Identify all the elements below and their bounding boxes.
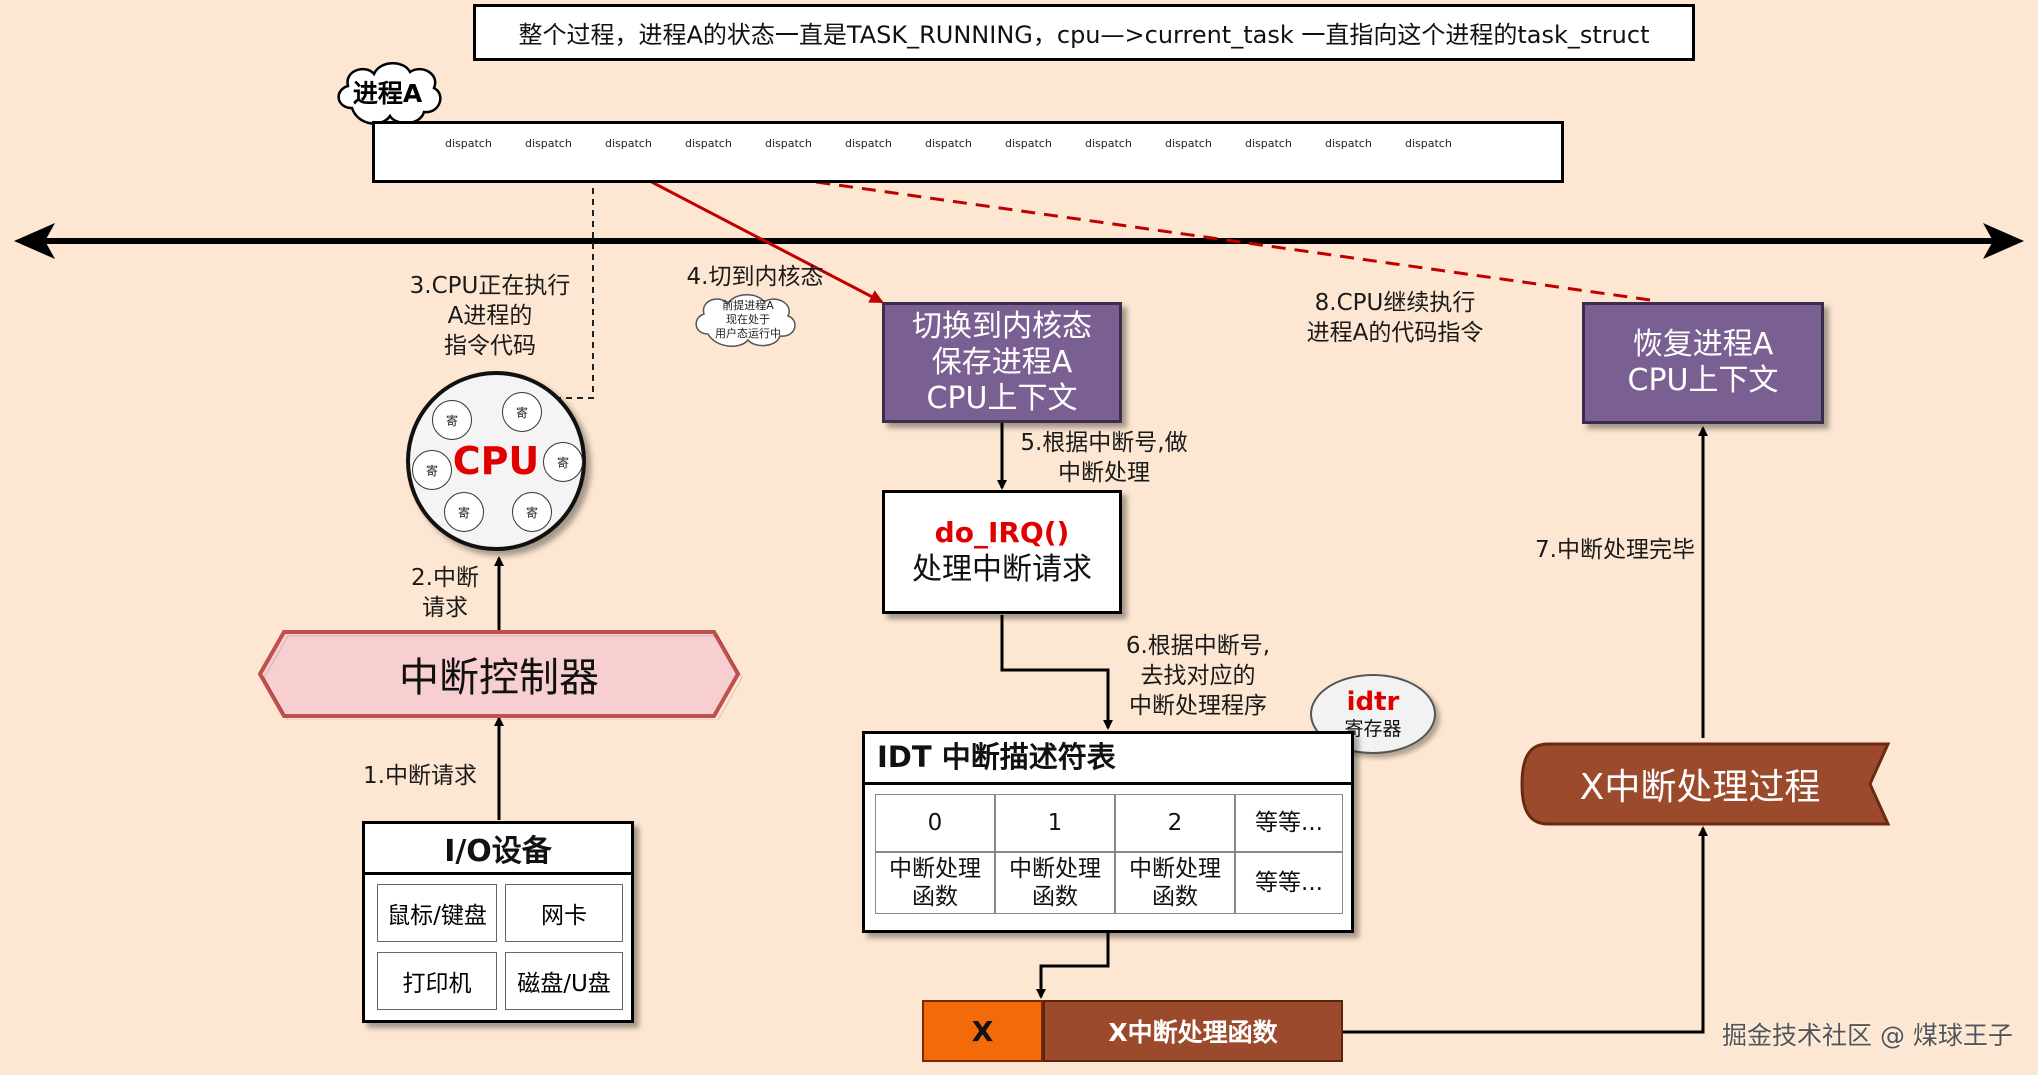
idt-index-0: 0 [875,794,995,852]
cpu-label: CPU [452,439,540,483]
process-a-timeline: dispatch dispatch dispatch dispatch dispatch… [372,121,1564,183]
interrupt-controller-shape [257,630,743,720]
io-device-mouse-keyboard: 鼠标/键盘 [377,884,497,942]
io-device-nic: 网卡 [505,884,623,942]
dispatch-label: dispatch [925,137,972,150]
dispatch-label: dispatch [1405,137,1452,150]
cpu-register: 寄 [512,492,552,532]
io-device-printer: 打印机 [377,952,497,1010]
step-3-label: 3.CPU正在执行 A进程的 指令代码 [409,273,571,359]
idt-to-x-arrow [1036,932,1110,999]
step-2-label: 2.中断 请求 [411,565,479,621]
io-device-disk: 磁盘/U盘 [505,952,623,1010]
idt-handler-etc: 等等... [1235,852,1343,914]
cpu-register: 寄 [432,400,472,440]
io-device-box: I/O设备 鼠标/键盘 网卡 打印机 磁盘/U盘 [362,821,634,1023]
process-cloud-shape [337,62,442,125]
switch-kernel-box: 切换到内核态 保存进程A CPU上下文 [882,302,1122,423]
do-irq-desc: 处理中断请求 [912,552,1092,587]
idt-index-1: 1 [995,794,1115,852]
dispatch-label: dispatch [1005,137,1052,150]
step-8-label: 8.CPU继续执行 进程A的代码指令 [1306,290,1484,346]
cpu-to-process-dashed-line [555,152,594,399]
dispatch-label: dispatch [605,137,652,150]
step-5-label: 5.根据中断号,做 中断处理 [1020,430,1188,486]
step-4-label: 4.切到内核态 [686,264,824,290]
x-process: X中断处理过程 [1579,767,1821,808]
dispatch-label: dispatch [845,137,892,150]
idt-handler-1: 中断处理 函数 [995,852,1115,914]
do-irq-box: do_IRQ() 处理中断请求 [882,490,1122,614]
dispatch-label: dispatch [445,137,492,150]
idtr-desc: 寄存器 [1344,718,1402,740]
resume-process-arrow [673,156,1651,302]
idt-handler-2: 中断处理 函数 [1115,852,1235,914]
restore-context-box: 恢复进程A CPU上下文 [1582,302,1824,424]
interrupt-controller: 中断控制器 [399,655,599,701]
dispatch-label: dispatch [765,137,812,150]
dispatch-label: dispatch [525,137,572,150]
step-4-note-cloud [695,294,796,347]
dispatch-label: dispatch [685,137,732,150]
dispatch-label: dispatch [1325,137,1372,150]
idt-index-etc: 等等... [1235,794,1343,852]
step-1-label: 1.中断请求 [363,763,477,789]
do-irq-func: do_IRQ() [934,516,1070,549]
step-7-label: 7.中断处理完毕 [1535,537,1695,563]
x-process-shape [1520,742,1891,826]
process-a-label: 进程A [352,79,423,108]
idt-handler-0: 中断处理 函数 [875,852,995,914]
dispatch-label: dispatch [1085,137,1132,150]
cpu-register: 寄 [412,450,452,490]
idt-title: IDT 中断描述符表 [865,734,1351,785]
watermark: 掘金技术社区 @ 煤球王子 [1722,1021,2013,1050]
step-4-note: 前提进程A 现在处于 用户态运行中 [715,299,781,340]
idtr-name: idtr [1346,687,1400,717]
step-6-label: 6.根据中断号, 去找对应的 中断处理程序 [1125,633,1271,719]
dispatch-label: dispatch [1165,137,1212,150]
io-title: I/O设备 [365,824,631,875]
dispatch-label: dispatch [1245,137,1292,150]
cpu-register: 寄 [543,442,583,482]
timeline-arrow [14,223,2024,259]
cpu-register: 寄 [444,492,484,532]
cpu-register: 寄 [502,392,542,432]
x-entry-key: X [922,1000,1043,1062]
idt-table: IDT 中断描述符表 0 1 2 等等... 中断处理 函数 中断处理 函数 中… [862,731,1354,933]
x-entry-handler: X中断处理函数 [1043,1000,1343,1062]
idt-index-2: 2 [1115,794,1235,852]
doirq-to-idt-arrow [1000,615,1113,730]
x-handler-to-process-arrow [1343,826,1708,1034]
top-note: 整个过程，进程A的状态一直是TASK_RUNNING，cpu—>current_… [473,4,1695,61]
